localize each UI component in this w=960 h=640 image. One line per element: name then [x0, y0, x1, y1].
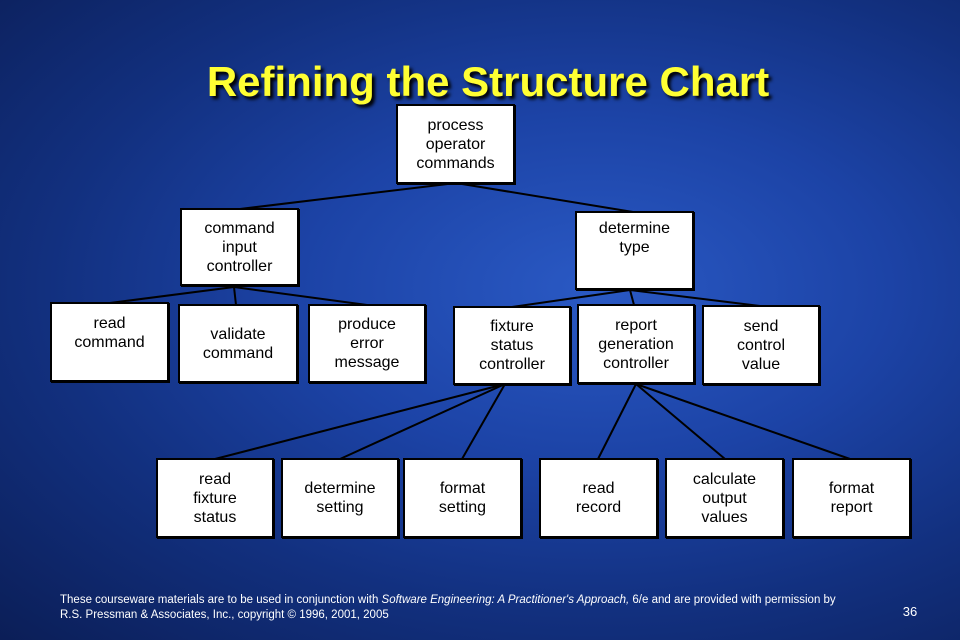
- connector-cic-read-command: [109, 286, 235, 304]
- connector-root-determine-type: [455, 182, 634, 213]
- connector-dt-send-control: [629, 289, 761, 307]
- connector-root-command-input: [239, 182, 457, 210]
- connector-rgc-read-record: [597, 383, 637, 460]
- module-report-generation-controller: report generation controller: [577, 304, 695, 384]
- connector-cic-validate-command: [233, 286, 237, 306]
- module-validate-command: validate command: [178, 304, 298, 383]
- module-read-fixture-status: read fixture status: [156, 458, 274, 538]
- connector-dt-report-generation: [629, 289, 635, 306]
- module-read-record: read record: [539, 458, 658, 538]
- module-format-report: format report: [792, 458, 911, 538]
- connector-dt-fixture-status: [511, 289, 631, 308]
- footer-book-title: Software Engineering: A Practitioner's A…: [381, 594, 630, 606]
- connector-cic-produce-error: [233, 286, 368, 306]
- module-produce-error-message: produce error message: [308, 304, 426, 383]
- module-determine-setting: determine setting: [281, 458, 399, 538]
- module-calculate-output-values: calculate output values: [665, 458, 784, 538]
- connector-fsc-determine-setting: [339, 383, 506, 460]
- connector-rgc-format-report: [635, 383, 851, 460]
- module-command-input-controller: command input controller: [180, 208, 299, 286]
- page-number: 36: [902, 604, 918, 619]
- module-send-control-value: send control value: [702, 305, 820, 385]
- footer-suffix: 6/e and are provided with permission by …: [60, 594, 836, 621]
- module-read-command: read command: [50, 302, 169, 382]
- connector-rgc-calculate-output: [635, 383, 726, 460]
- footer-copyright: These courseware materials are to be use…: [60, 593, 860, 623]
- module-determine-type: determine type: [575, 211, 694, 290]
- slide-title: Refining the Structure Chart: [206, 58, 770, 105]
- module-process-operator-commands: process operator commands: [396, 104, 515, 184]
- connector-fsc-format-setting: [461, 383, 506, 460]
- module-fixture-status-controller: fixture status controller: [453, 306, 571, 385]
- module-format-setting: format setting: [403, 458, 522, 538]
- connector-fsc-read-fixture: [214, 383, 506, 460]
- footer-prefix: These courseware materials are to be use…: [60, 594, 382, 606]
